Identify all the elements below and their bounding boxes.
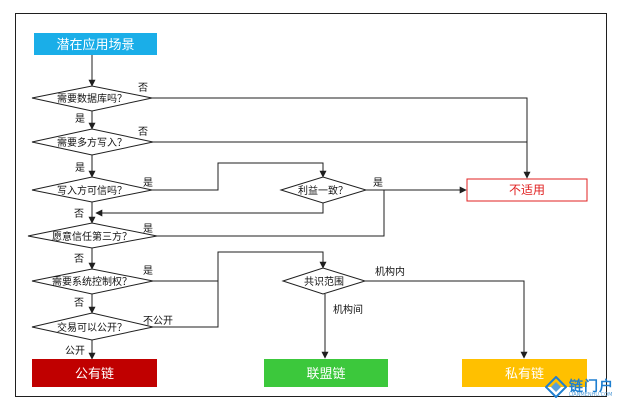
edge-q3-q7 bbox=[152, 162, 327, 191]
edge-label-q2-yes: 是 bbox=[75, 162, 85, 174]
edge-q5-q8 bbox=[153, 251, 327, 282]
edge-label-q6-yes: 公开 bbox=[65, 346, 85, 357]
q8-diamond bbox=[281, 267, 367, 295]
edge-label-q8-between: 机构间 bbox=[333, 303, 363, 316]
q2-diamond bbox=[31, 128, 154, 156]
q7-label: 利益一致？ bbox=[298, 184, 348, 197]
consortium-chain-label: 联盟链 bbox=[306, 367, 345, 382]
private-chain-box bbox=[462, 359, 587, 387]
edge-label-q1-no: 否 bbox=[138, 82, 148, 94]
q6-diamond bbox=[31, 312, 154, 341]
private-chain-node: 私有链 bbox=[462, 359, 587, 387]
consortium-chain-node: 联盟链 bbox=[264, 359, 388, 387]
diagram-frame bbox=[15, 13, 607, 397]
edge-label-q1-yes: 是 bbox=[75, 113, 85, 125]
public-chain-node: 公有链 bbox=[32, 359, 157, 387]
edge-label-q3-yes: 是 bbox=[143, 177, 153, 189]
not-applicable-label: 不适用 bbox=[509, 183, 545, 197]
q6-label: 交易可以公开？ bbox=[57, 321, 127, 334]
start-node: 潜在应用场景 bbox=[34, 33, 157, 55]
edge-label-q4-no: 否 bbox=[74, 253, 84, 265]
q7-diamond bbox=[279, 176, 368, 204]
edge-q7-q4 bbox=[95, 203, 324, 217]
edge-label-q4-yes: 是 bbox=[143, 223, 153, 235]
not-applicable-node: 不适用 bbox=[466, 178, 588, 202]
watermark-subtext: LIANMENHU.COM bbox=[569, 392, 613, 398]
q5-diamond bbox=[31, 268, 154, 295]
edge-label-q5-yes: 是 bbox=[143, 265, 153, 277]
q1-diamond bbox=[31, 85, 153, 112]
edge-q8-private bbox=[365, 280, 528, 359]
public-chain-box bbox=[32, 359, 157, 387]
q5-label: 需要系统控制权？ bbox=[52, 275, 132, 288]
q1-label: 需要数据库吗？ bbox=[57, 92, 127, 105]
edge-label-q8-inside: 机构内 bbox=[375, 265, 405, 278]
start-label: 潜在应用场景 bbox=[56, 37, 134, 53]
q3-diamond bbox=[31, 176, 153, 203]
diamond-logo-icon bbox=[545, 376, 567, 398]
private-chain-label: 私有链 bbox=[505, 367, 544, 382]
edge-label-q5-no: 否 bbox=[74, 297, 84, 309]
edge-label-q7-yes: 是 bbox=[373, 177, 383, 189]
edge-label-q3-no: 否 bbox=[74, 208, 84, 220]
not-applicable-box bbox=[466, 178, 588, 202]
q2-label: 需要多方写入？ bbox=[57, 136, 127, 149]
start-box bbox=[34, 33, 157, 55]
watermark-text: 链门户 bbox=[569, 379, 614, 395]
edge-label-q2-no: 否 bbox=[138, 126, 148, 138]
q3-label: 写入方可信吗？ bbox=[57, 184, 127, 197]
public-chain-label: 公有链 bbox=[75, 367, 114, 382]
edge-q1-not-applicable bbox=[152, 97, 531, 179]
edge-q6-q8 bbox=[153, 281, 219, 328]
q4-diamond bbox=[27, 222, 158, 249]
edge-q4-not-applicable bbox=[157, 190, 385, 237]
q8-label: 共识范围 bbox=[304, 275, 344, 288]
watermark: 链门户 LIANMENHU.COM bbox=[545, 376, 615, 400]
edge-label-q6-no: 不公开 bbox=[143, 316, 173, 327]
edges bbox=[88, 55, 531, 360]
consortium-chain-box bbox=[264, 359, 388, 387]
q4-label: 愿意信任第三方？ bbox=[52, 230, 132, 243]
